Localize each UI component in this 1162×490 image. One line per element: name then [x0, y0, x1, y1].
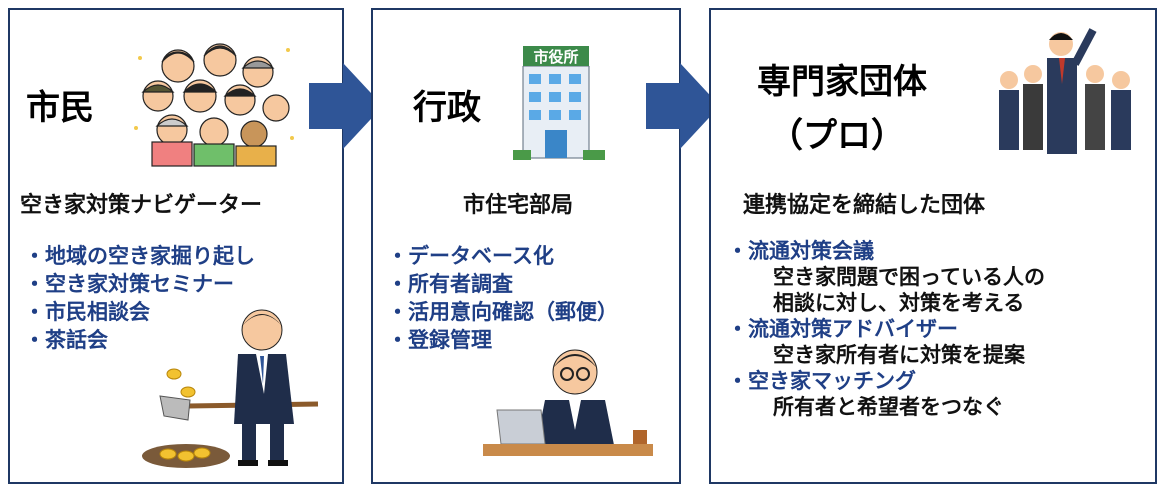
list-item-description: 所有者と希望者をつなぐ [773, 395, 1004, 419]
citizen-panel: 市民 空き家対策ナビゲーター ・地域の空き家掘り起し ・空き家対策セミナー ・市… [8, 8, 344, 484]
professionals-group-illustration [999, 28, 1131, 154]
list-item: ・流通対策アドバイザー [727, 317, 958, 341]
crowd-illustration [134, 43, 294, 167]
experts-panel: 専門家団体 （プロ） 連携協定を締結した団体 ・流通対策会議 空き家問題で困って… [709, 8, 1157, 484]
administration-subtitle: 市住宅部局 [463, 193, 574, 218]
list-item: ・登録管理 [387, 328, 492, 352]
administration-task-list: ・データベース化 ・所有者調査 ・活用意向確認（郵便） ・登録管理 [387, 242, 618, 354]
list-item: ・流通対策会議 [727, 239, 874, 263]
arrow-right-icon [309, 63, 383, 149]
city-hall-sign: 市役所 [523, 46, 589, 68]
experts-activity-list: ・流通対策会議 空き家問題で困っている人の 相談に対し、対策を考える ・流通対策… [727, 238, 1045, 420]
city-hall-illustration: 市役所 [513, 46, 613, 166]
administration-title: 行政 [413, 88, 481, 128]
administration-panel: 行政 市役所 市住宅部局 ・データベース化 ・所有者調査 ・活用意向確認（郵便）… [371, 8, 681, 484]
experts-subtitle: 連携協定を締結した団体 [743, 193, 986, 218]
office-worker-laptop-illustration [483, 349, 653, 456]
citizen-activity-list: ・地域の空き家掘り起し ・空き家対策セミナー ・市民相談会 ・茶話会 [24, 242, 255, 354]
list-item-description: 空き家所有者に対策を提案 [773, 343, 1025, 367]
list-item: ・データベース化 [387, 244, 554, 268]
list-item: ・空き家対策セミナー [24, 272, 234, 296]
list-item-description: 空き家問題で困っている人の [773, 265, 1045, 289]
citizen-subtitle: 空き家対策ナビゲーター [20, 193, 263, 218]
experts-title-pro: （プロ） [769, 116, 905, 156]
experts-title: 専門家団体 [757, 62, 927, 102]
businessman-digging-illustration [142, 309, 319, 468]
list-item: ・茶話会 [24, 328, 108, 352]
list-item: ・地域の空き家掘り起し [24, 244, 255, 268]
list-item: ・空き家マッチング [727, 369, 916, 393]
list-item: ・所有者調査 [387, 272, 513, 296]
list-item: ・市民相談会 [24, 300, 150, 324]
citizen-title: 市民 [26, 88, 94, 128]
arrow-right-icon [646, 63, 720, 149]
list-item: ・活用意向確認（郵便） [387, 300, 618, 324]
list-item-description: 相談に対し、対策を考える [773, 291, 1025, 315]
